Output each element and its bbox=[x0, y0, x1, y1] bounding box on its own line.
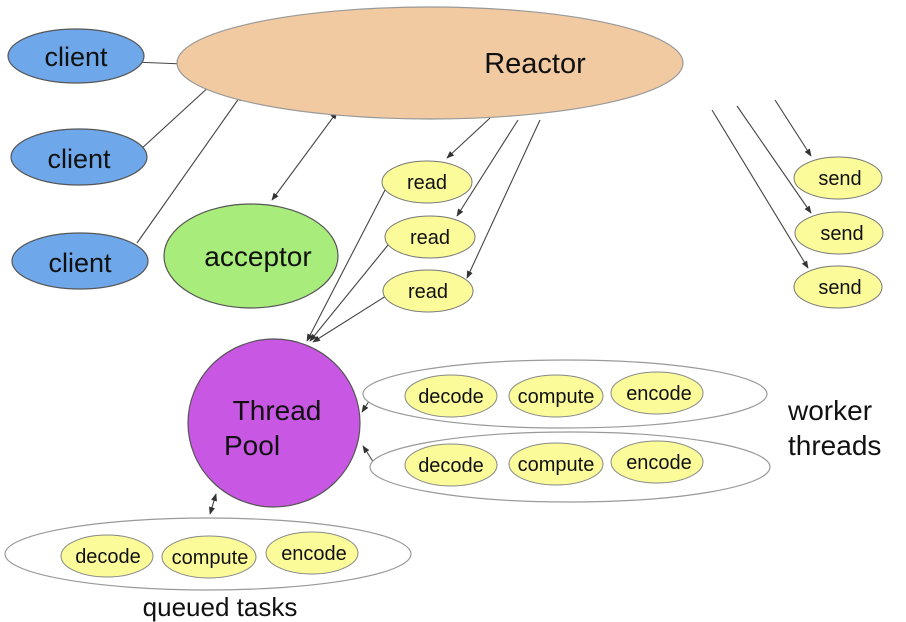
encode-task bbox=[610, 371, 704, 415]
arrow-client3-reactor bbox=[136, 93, 243, 244]
client-label: client bbox=[44, 42, 108, 72]
compute-task bbox=[508, 374, 604, 418]
compute-label: compute bbox=[518, 386, 595, 408]
send-ellipse bbox=[793, 156, 883, 200]
acceptor-ellipse bbox=[163, 203, 339, 309]
send-node-2: send bbox=[794, 211, 884, 255]
worker-row-1: decode compute encode bbox=[362, 359, 768, 429]
queued-tasks-label: queued tasks bbox=[143, 592, 298, 622]
compute-task bbox=[161, 535, 257, 579]
send-node-1: send bbox=[793, 156, 883, 200]
decode-label: decode bbox=[418, 386, 484, 408]
read-node-1: read bbox=[381, 160, 473, 204]
read-label: read bbox=[408, 281, 448, 303]
arrow-reactor-send3 bbox=[711, 109, 809, 269]
arrow-reactor-read1 bbox=[446, 117, 491, 159]
compute-task bbox=[508, 442, 604, 486]
thread-pool-label-line2: Pool bbox=[224, 430, 280, 461]
client-ellipse bbox=[7, 28, 145, 84]
reactor-ellipse bbox=[176, 6, 684, 120]
compute-label: compute bbox=[518, 454, 595, 476]
arrows bbox=[132, 60, 812, 515]
encode-label: encode bbox=[626, 383, 692, 405]
thread-pool-circle bbox=[187, 338, 361, 508]
thread-pool-node: Thread Pool bbox=[187, 338, 361, 508]
arrow-read3-pool bbox=[312, 295, 387, 343]
decode-task bbox=[404, 443, 498, 487]
arrow-reactor-send2 bbox=[736, 105, 812, 214]
client-ellipse bbox=[10, 128, 148, 186]
arrow-reactor-send1 bbox=[774, 99, 812, 157]
client-label: client bbox=[48, 248, 112, 278]
thread-pool-label-line1: Thread bbox=[233, 395, 322, 426]
compute-label: compute bbox=[172, 547, 249, 569]
arrow-client2-reactor bbox=[139, 83, 213, 151]
decode-label: decode bbox=[75, 546, 141, 568]
encode-task bbox=[265, 531, 359, 575]
read-label: read bbox=[410, 227, 450, 249]
send-node-3: send bbox=[793, 265, 883, 309]
encode-task bbox=[610, 440, 704, 484]
send-label: send bbox=[818, 168, 861, 190]
read-ellipse bbox=[384, 215, 476, 259]
worker-threads-label-line1: worker bbox=[787, 395, 872, 426]
read-ellipse bbox=[381, 160, 473, 204]
client-ellipse bbox=[11, 232, 149, 290]
arrow-reactor-read3 bbox=[466, 119, 541, 279]
arrow-reactor-acceptor bbox=[271, 111, 338, 201]
arrow-worker2-pool bbox=[362, 445, 375, 464]
encode-label: encode bbox=[626, 452, 692, 474]
arrow-read2-pool bbox=[309, 244, 389, 342]
decode-task bbox=[60, 534, 154, 578]
client-node-2: client bbox=[10, 128, 148, 186]
arrow-read1-pool bbox=[306, 189, 386, 342]
acceptor-node: acceptor bbox=[163, 203, 339, 309]
worker-row-2: decode compute encode bbox=[369, 431, 771, 503]
read-node-2: read bbox=[384, 215, 476, 259]
client-label: client bbox=[47, 144, 111, 174]
read-node-3: read bbox=[382, 269, 474, 313]
arrow-reactor-read2 bbox=[456, 119, 519, 217]
acceptor-label: acceptor bbox=[204, 241, 311, 272]
encode-label: encode bbox=[281, 543, 347, 565]
arrow-pool-queued bbox=[209, 493, 217, 515]
read-ellipse bbox=[382, 269, 474, 313]
client-node-3: client bbox=[11, 232, 149, 290]
decode-task bbox=[404, 374, 498, 418]
reactor-label: Reactor bbox=[484, 48, 586, 80]
send-ellipse bbox=[793, 265, 883, 309]
reactor-node: Reactor bbox=[176, 6, 684, 120]
queued-tasks-group: decode compute encode bbox=[4, 517, 412, 591]
send-ellipse bbox=[794, 211, 884, 255]
send-label: send bbox=[820, 223, 863, 245]
client-node-1: client bbox=[7, 28, 145, 84]
read-label: read bbox=[407, 172, 447, 194]
decode-label: decode bbox=[418, 455, 484, 477]
worker-threads-label-line2: threads bbox=[788, 430, 881, 461]
send-label: send bbox=[818, 277, 861, 299]
